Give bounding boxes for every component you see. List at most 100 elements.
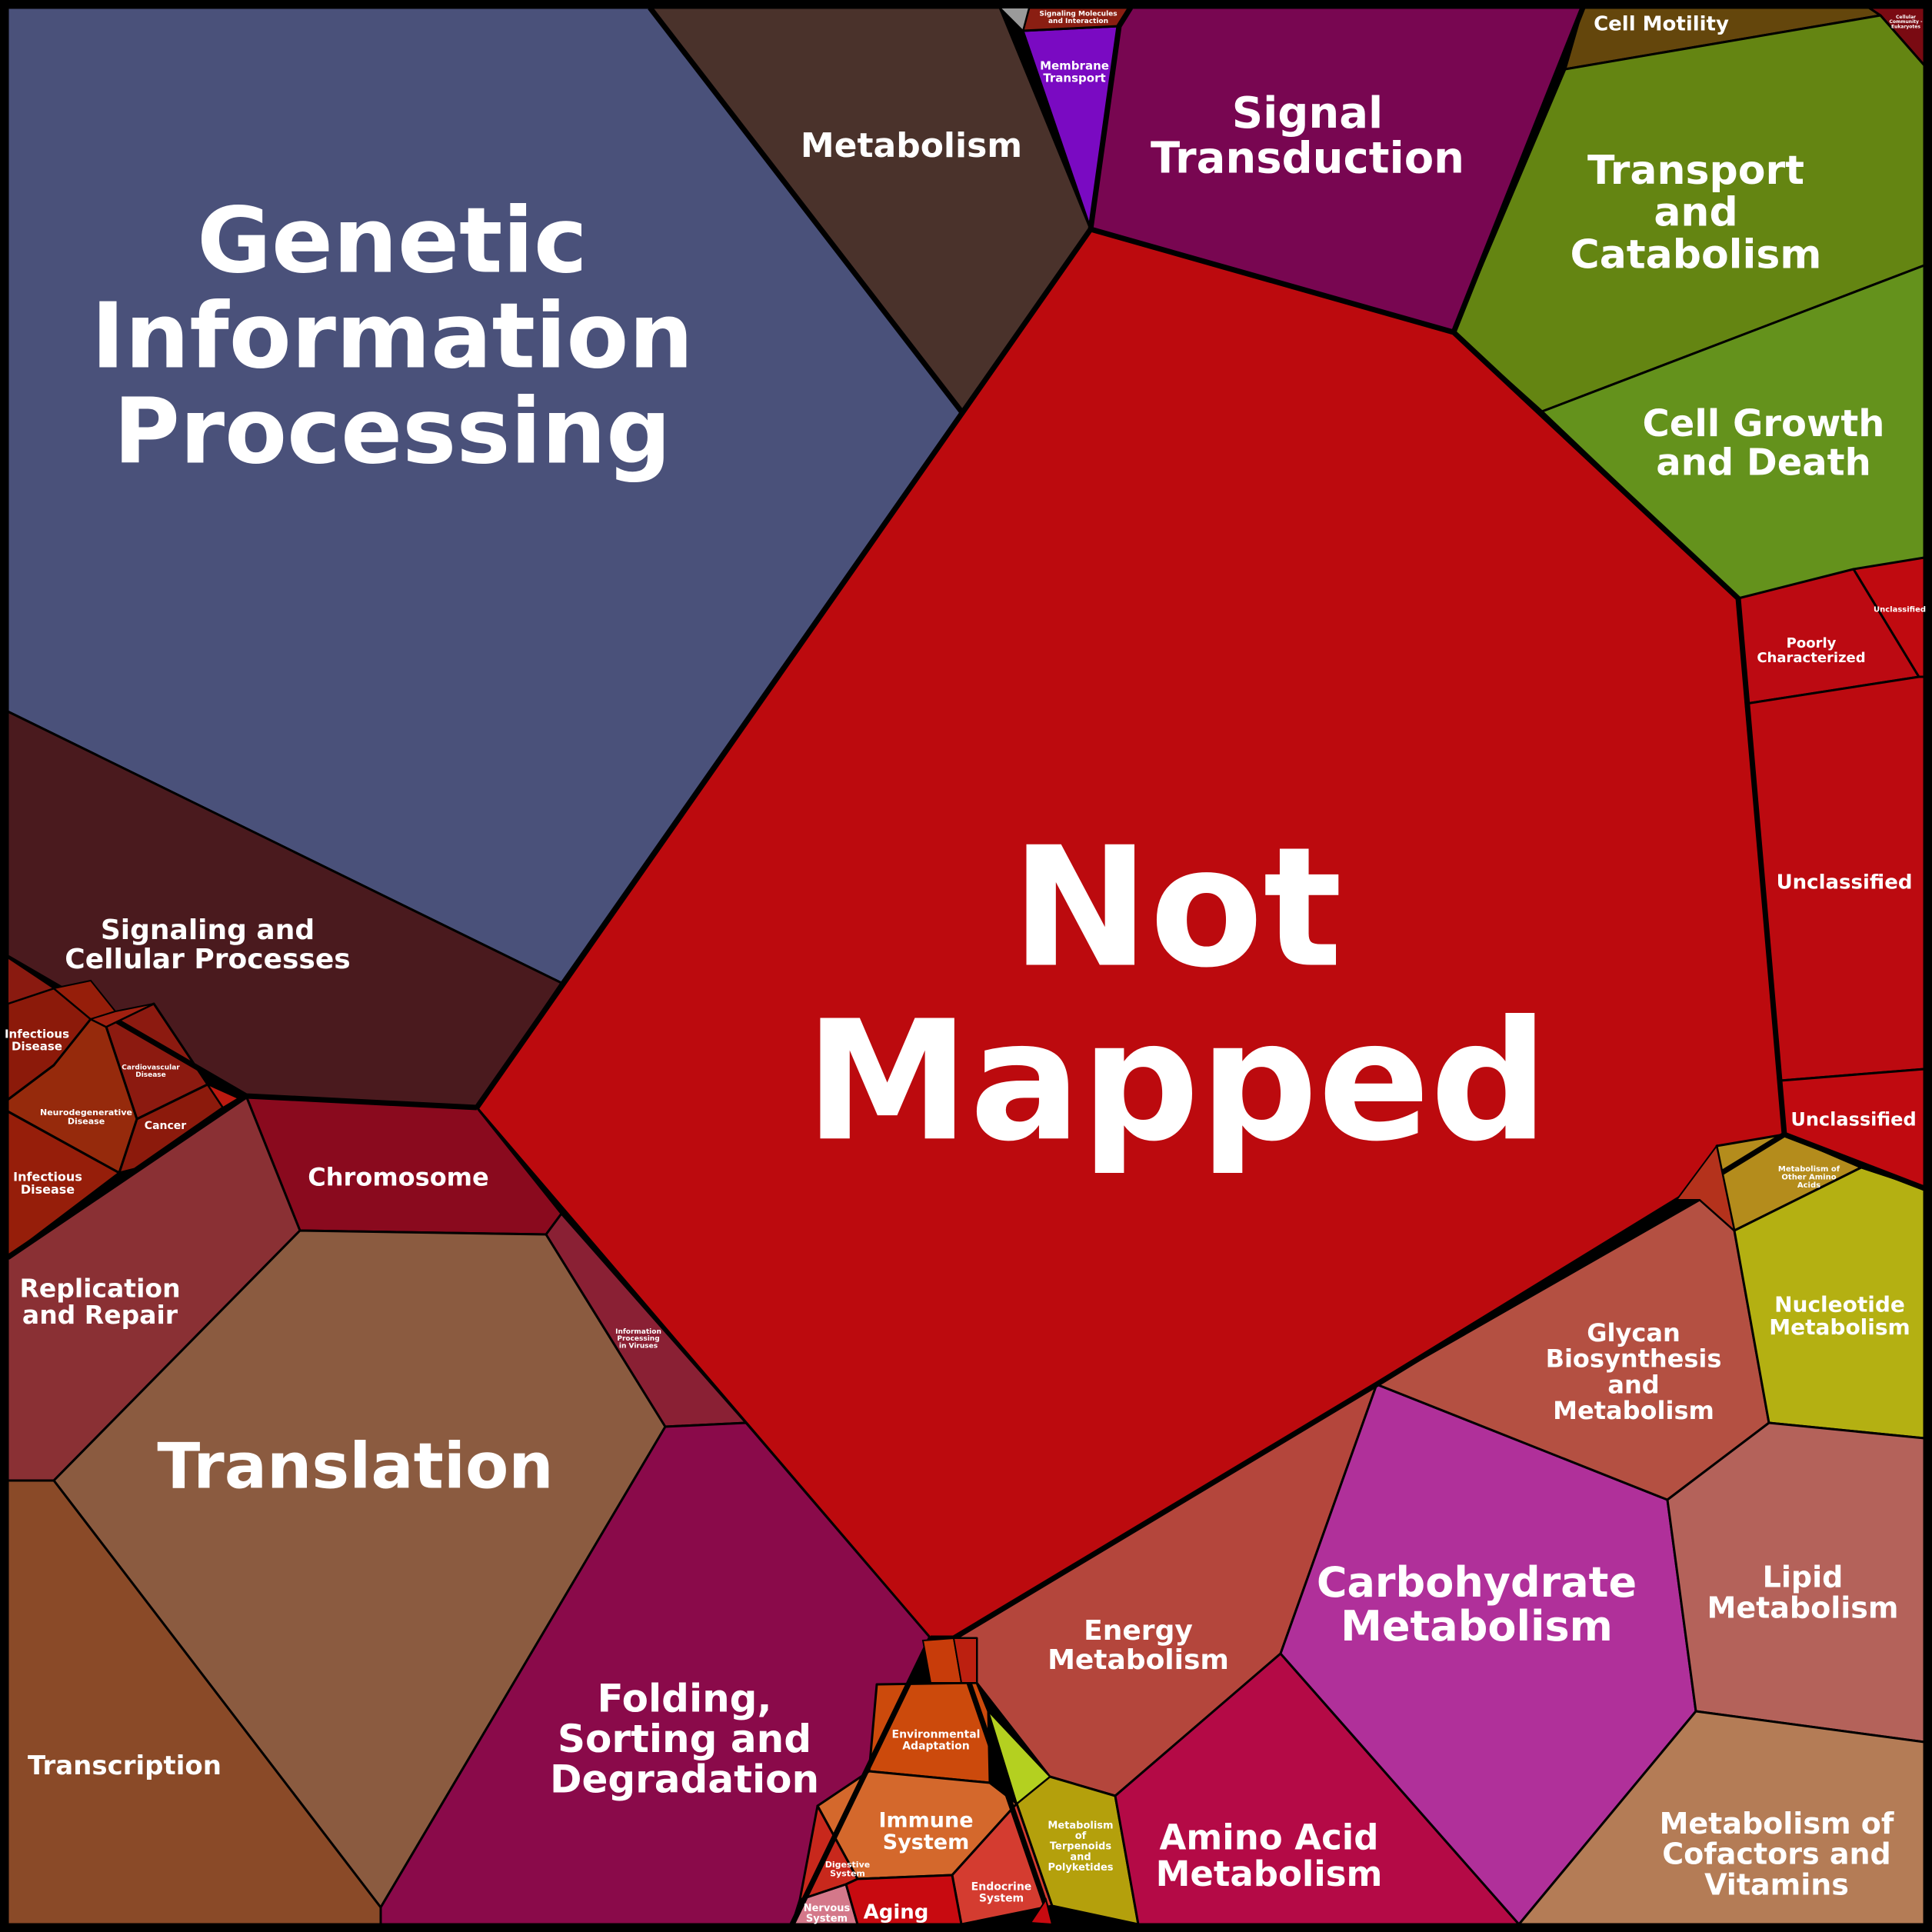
label-line: Disease (68, 1117, 105, 1127)
major-boundary (951, 1637, 1055, 1926)
label-line: Disease (12, 1039, 62, 1053)
label-line: Transduction (1151, 134, 1464, 184)
label-line: Other Amino (1781, 1174, 1836, 1182)
label-unclassified-lower: Unclassified (1790, 1109, 1916, 1131)
label-line: and (1607, 1370, 1659, 1399)
label-line: Information (615, 1328, 661, 1336)
label-line: Folding, (598, 1677, 772, 1721)
minor-cell (1029, 1897, 1054, 1926)
label-line: Signaling Molecules (1039, 11, 1117, 18)
minor-cells-layer (7, 7, 1736, 1926)
label-line: Endocrine (971, 1881, 1032, 1894)
label-line: Cofactors and (1662, 1837, 1890, 1871)
label-line: Metabolism (1707, 1591, 1899, 1625)
label-line: Genetic (197, 188, 588, 294)
label-line: Cellular (1896, 15, 1916, 20)
label-line: Acids (1797, 1181, 1820, 1190)
label-line: and Repair (22, 1300, 178, 1330)
label-line: Cellular Processes (65, 944, 350, 975)
label-line: Transport (1043, 71, 1105, 85)
label-line: and (1654, 190, 1737, 236)
label-line: Translation (157, 1431, 553, 1504)
label-line: Lipid (1763, 1561, 1844, 1594)
label-line: Metabolism (1048, 1644, 1229, 1676)
label-line: Carbohydrate (1317, 1558, 1637, 1607)
cell-aging (844, 1874, 963, 1926)
label-line: Metabolism (1048, 1820, 1113, 1831)
label-line: in Viruses (619, 1343, 658, 1351)
major-boundary (1451, 6, 1586, 334)
label-line: Cell Growth (1643, 402, 1885, 445)
label-line: Immune (878, 1809, 973, 1833)
major-boundary (1088, 6, 1133, 230)
label-line: Poorly (1787, 635, 1837, 651)
label-line: and Death (1656, 441, 1871, 485)
major-boundary (1783, 1131, 1926, 1191)
label-unclassified-middle: Unclassified (1777, 871, 1913, 894)
label-line: Eukaryotes (1891, 25, 1920, 30)
label-line: Vitamins (1704, 1868, 1849, 1902)
label-line: Metabolism (801, 126, 1022, 165)
label-line: of (1075, 1830, 1087, 1842)
label-chromosome: Chromosome (308, 1163, 488, 1192)
label-line: Disease (21, 1182, 75, 1197)
label-line: Metabolism (1156, 1854, 1383, 1894)
label-metabolism: Metabolism (801, 126, 1022, 165)
label-line: and (1070, 1851, 1091, 1863)
label-line: Transport (1587, 148, 1804, 194)
label-line: Chromosome (308, 1163, 488, 1192)
label-line: Membrane (1040, 59, 1109, 73)
label-line: Infectious (13, 1169, 82, 1184)
label-line: Metabolism of (1778, 1165, 1840, 1174)
label-line: Cardiovascular (122, 1064, 180, 1072)
label-line: Replication (19, 1274, 180, 1304)
label-line: Unclassified (1777, 871, 1913, 894)
label-unclassified-small: Unclassified (1874, 606, 1926, 615)
label-line: Biosynthesis (1546, 1344, 1722, 1374)
label-line: Metabolism of (1660, 1807, 1894, 1840)
label-line: Degradation (550, 1757, 819, 1802)
minor-cell (952, 1637, 978, 1684)
label-aging: Aging (864, 1900, 929, 1924)
label-line: Polyketides (1048, 1862, 1113, 1874)
label-line: Infectious (5, 1028, 69, 1041)
label-line: Aging (864, 1900, 929, 1924)
label-line: Terpenoids (1050, 1841, 1111, 1853)
label-line: Amino Acid (1160, 1817, 1379, 1858)
minor-cell (988, 1710, 1051, 1805)
label-line: Environmental (892, 1729, 981, 1741)
minor-cell (205, 1082, 241, 1109)
minor-cell (1675, 1144, 1736, 1233)
major-boundary (789, 1637, 934, 1926)
minor-cell (7, 956, 56, 1005)
label-line: Sorting and (558, 1717, 811, 1761)
label-line: Community - (1890, 19, 1923, 25)
label-line: Catabolism (1571, 232, 1822, 278)
cell-cancer (118, 1083, 225, 1174)
label-line: Unclassified (1790, 1109, 1916, 1131)
minor-cell (88, 1003, 155, 1028)
label-line: Mapped (805, 984, 1549, 1178)
label-line: Unclassified (1874, 606, 1926, 615)
label-line: Signaling and (101, 914, 315, 946)
label-line: Metabolism (1769, 1314, 1910, 1340)
